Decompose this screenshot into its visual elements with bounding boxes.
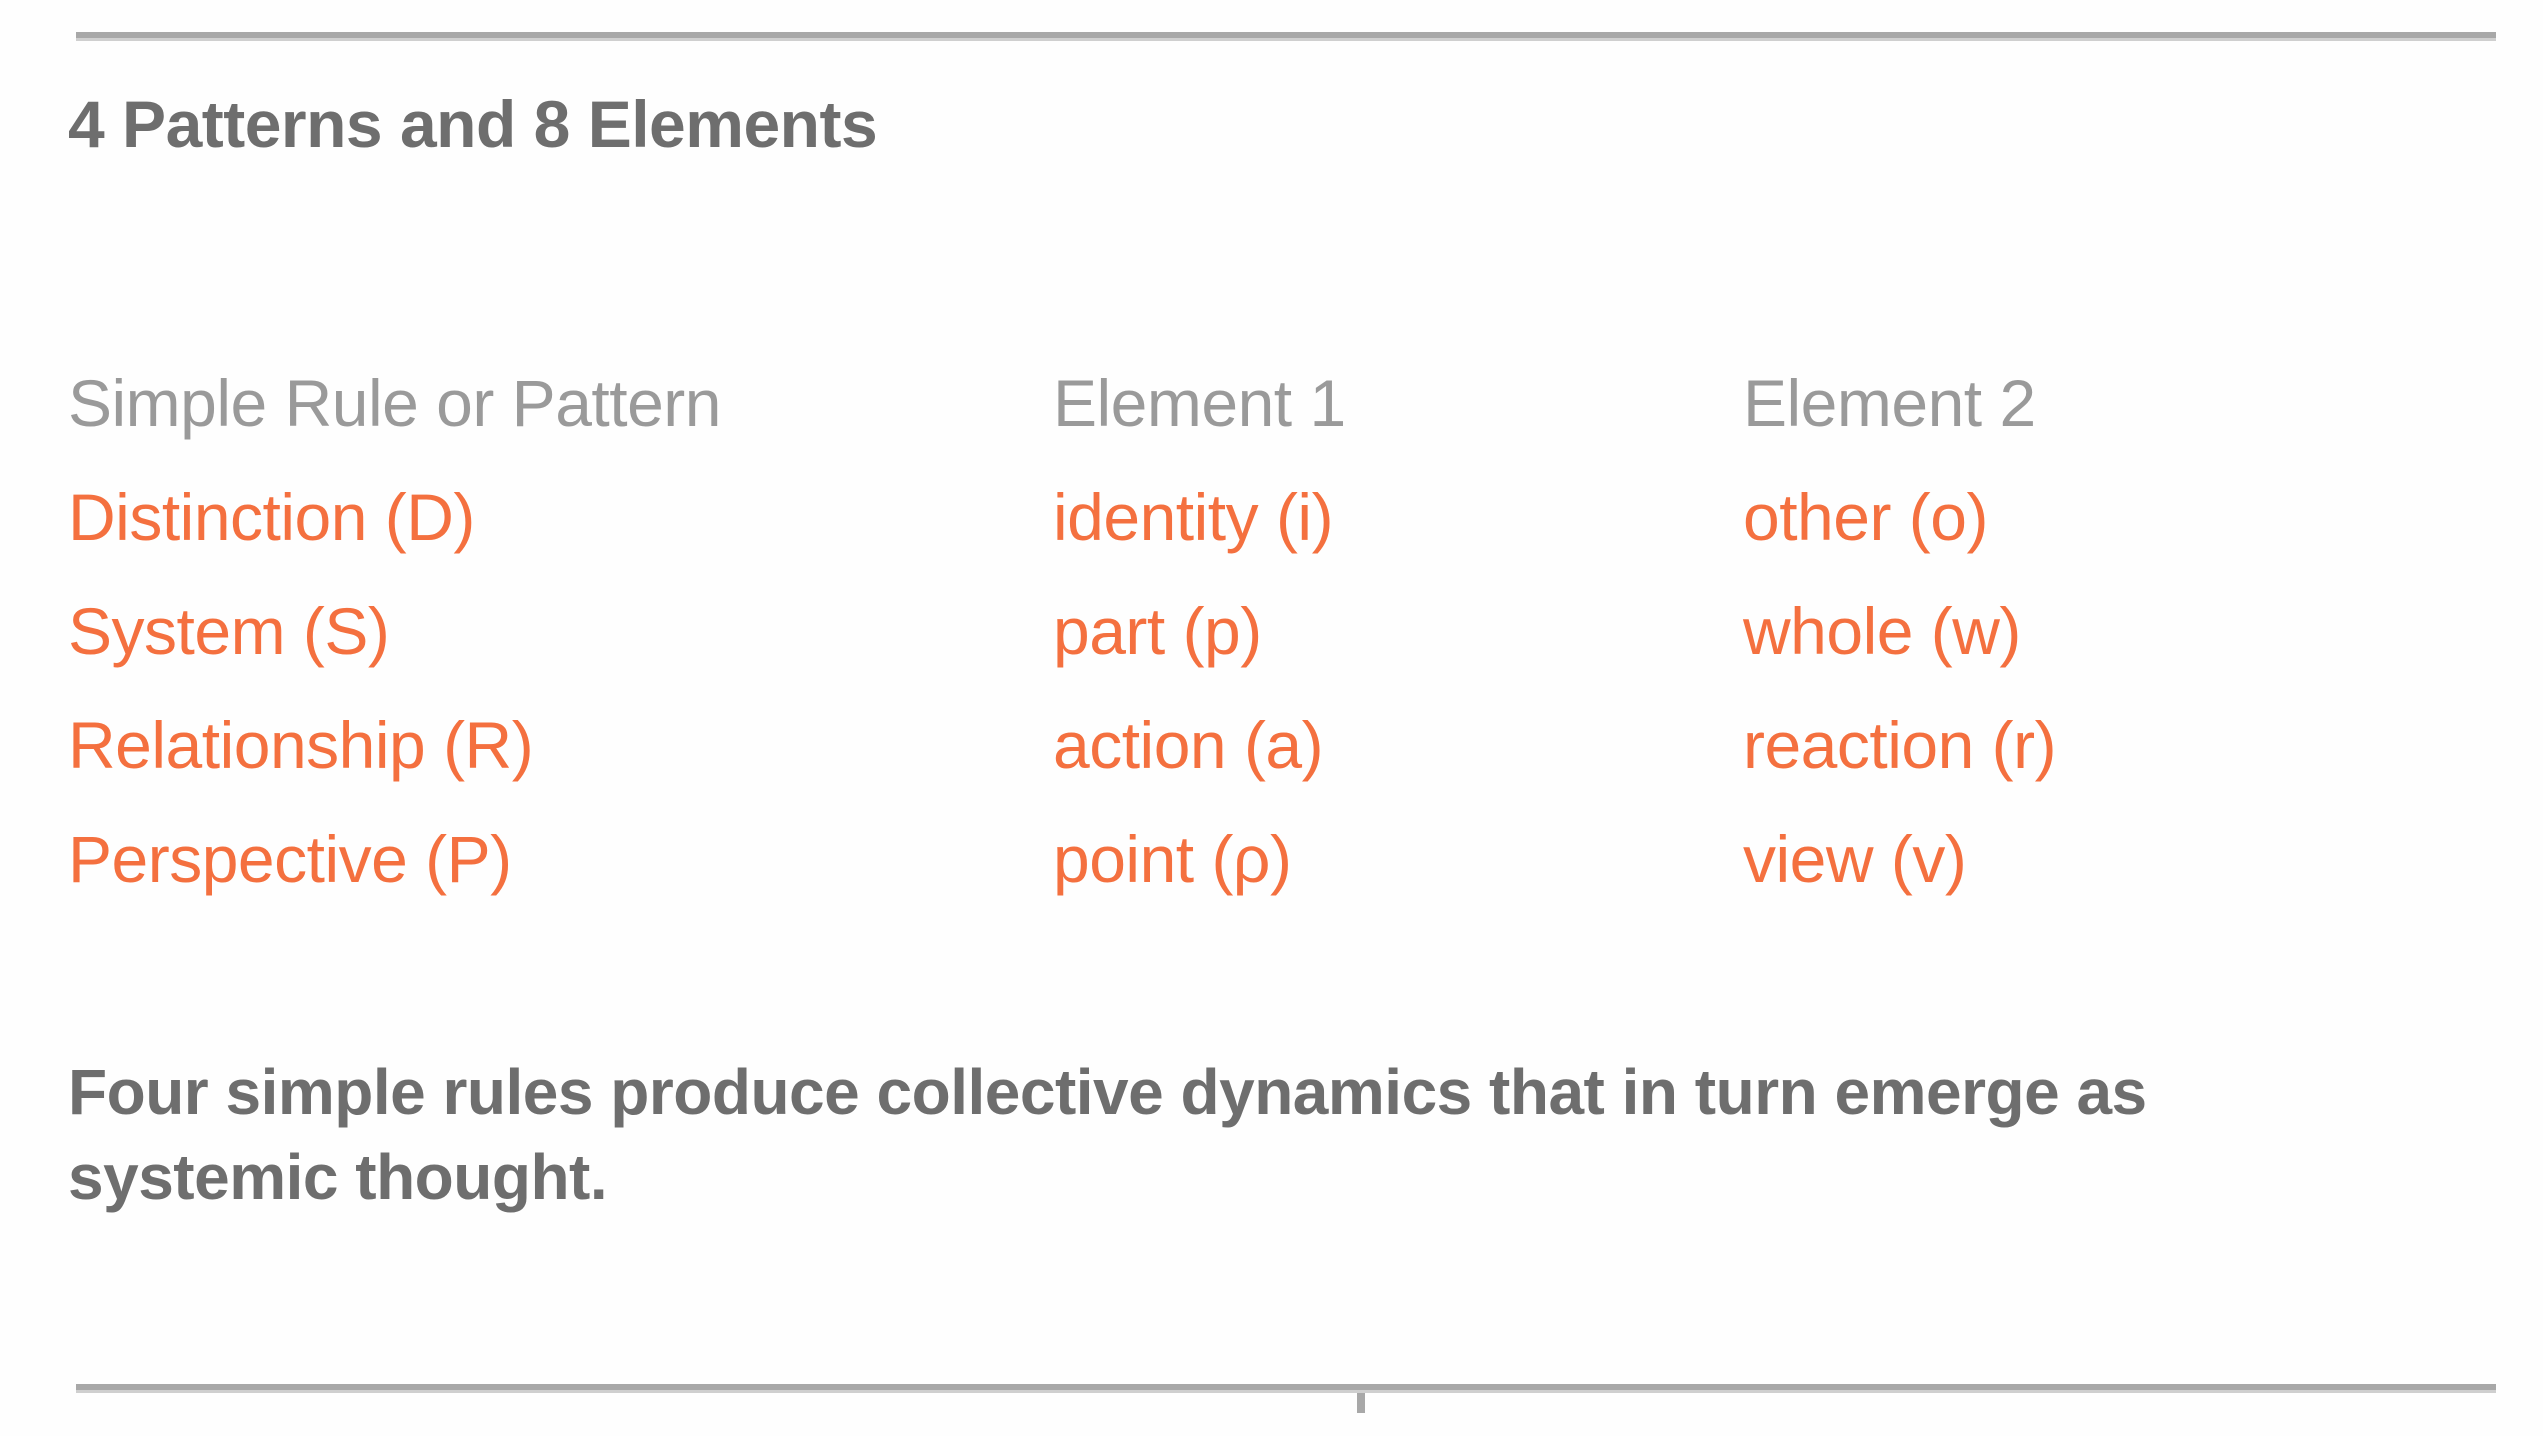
- table-row: Distinction (D) identity (i) other (o): [68, 484, 2468, 598]
- caption-line-2: systemic thought.: [68, 1141, 608, 1214]
- patterns-elements-table: Simple Rule or Pattern Element 1 Element…: [68, 370, 2468, 940]
- table-header-row: Simple Rule or Pattern Element 1 Element…: [68, 370, 2468, 484]
- cell-pattern: Distinction (D): [68, 480, 475, 554]
- column-header-element-2: Element 2: [1743, 366, 2036, 440]
- caption-paragraph: Four simple rules produce collective dyn…: [68, 1050, 2448, 1220]
- bottom-rule-tick-mark: [1357, 1393, 1365, 1413]
- cell-element-2: whole (w): [1743, 594, 2021, 668]
- caption-line-1: Four simple rules produce collective dyn…: [68, 1056, 2147, 1128]
- column-header-element-1: Element 1: [1053, 366, 1346, 440]
- cell-pattern: System (S): [68, 594, 390, 668]
- cell-element-1: point (ρ): [1053, 822, 1292, 896]
- top-divider-rule: [76, 32, 2496, 41]
- cell-element-2: other (o): [1743, 480, 1988, 554]
- cell-element-1: action (a): [1053, 708, 1324, 782]
- cell-element-1: identity (i): [1053, 480, 1334, 554]
- cell-element-2: view (v): [1743, 822, 1967, 896]
- table-row: Relationship (R) action (a) reaction (r): [68, 712, 2468, 826]
- page-title: 4 Patterns and 8 Elements: [68, 87, 878, 161]
- bottom-divider-rule: [76, 1384, 2496, 1393]
- cell-pattern: Perspective (P): [68, 822, 512, 896]
- table-row: System (S) part (p) whole (w): [68, 598, 2468, 712]
- cell-element-1: part (p): [1053, 594, 1262, 668]
- column-header-simple-rule-or-pattern: Simple Rule or Pattern: [68, 366, 721, 440]
- cell-pattern: Relationship (R): [68, 708, 534, 782]
- cell-element-2: reaction (r): [1743, 708, 2057, 782]
- table-row: Perspective (P) point (ρ) view (v): [68, 826, 2468, 940]
